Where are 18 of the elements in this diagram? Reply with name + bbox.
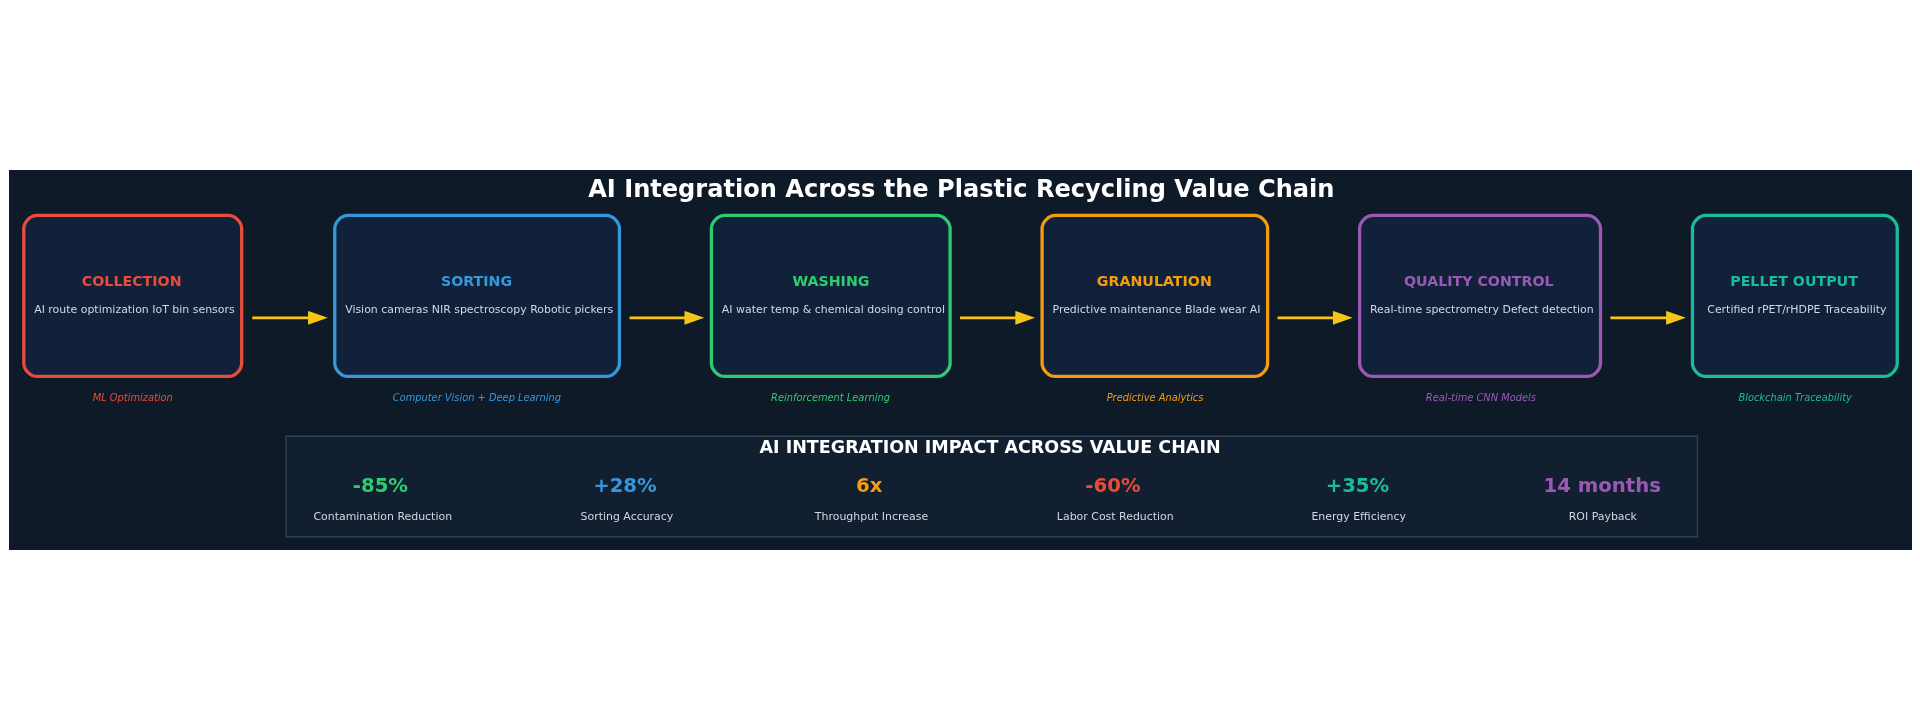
arrow xyxy=(959,310,1035,325)
node-text: 14 months ROI Payback xyxy=(1543,474,1661,524)
node-label: Real-time CNN Models xyxy=(1425,392,1536,404)
node-label: Blockchain Traceability xyxy=(1737,392,1852,404)
node-label: Predictive Analytics xyxy=(1106,392,1203,404)
node-text: -60% Labor Cost Reduction xyxy=(1056,474,1174,524)
node-text: +28% Sorting Accuracy xyxy=(580,474,673,524)
node-text: +35% Energy Efficiency xyxy=(1310,474,1406,524)
node-label: Reinforcement Learning xyxy=(770,392,890,404)
arrow xyxy=(629,310,704,325)
diagram-title: AI Integration Across the Plastic Recycling Value Chain xyxy=(587,174,1334,203)
arrow xyxy=(251,310,328,325)
node-label: Computer Vision + Deep Learning xyxy=(392,392,561,404)
node-text: 6x Throughput Increase xyxy=(814,474,928,524)
node-label: ML Optimization xyxy=(92,392,173,404)
arrow xyxy=(1609,310,1686,325)
node-text: -85% Contamination Reduction xyxy=(312,474,452,524)
arrow xyxy=(1277,310,1353,325)
